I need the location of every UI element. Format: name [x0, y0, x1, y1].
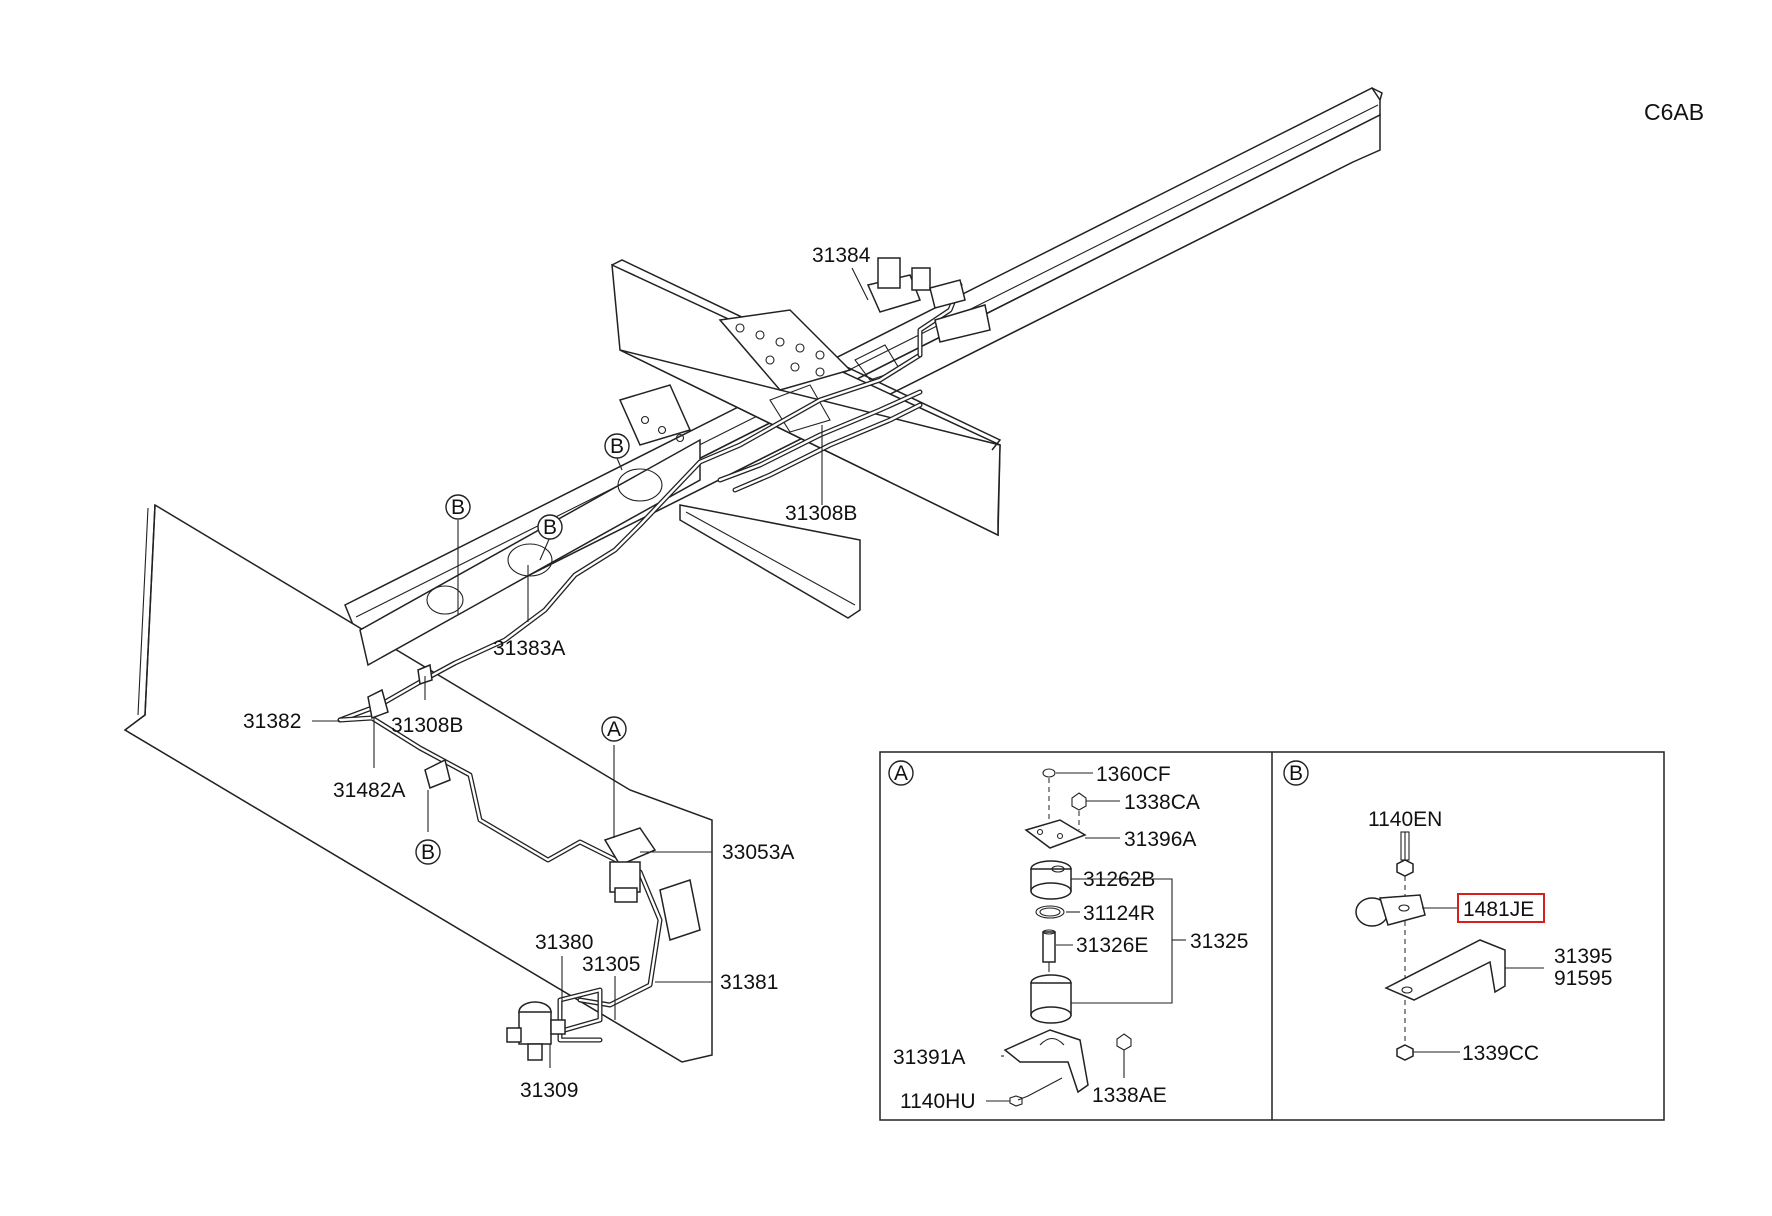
detail-a: A: [888, 760, 1248, 1113]
detail-b: B 1140EN 1481JE 31395 91595 1339CC: [1283, 760, 1612, 1065]
frame-front-panel: [123, 503, 713, 1063]
label-31395: 31395: [1554, 945, 1612, 968]
callout-33053a: 33053A: [722, 841, 794, 864]
label-31325: 31325: [1190, 930, 1248, 953]
callout-31309: 31309: [520, 1079, 578, 1102]
callout-31380: 31380: [535, 931, 593, 954]
svg-text:A: A: [607, 718, 621, 741]
label-1140en: 1140EN: [1368, 808, 1442, 831]
svg-text:B: B: [1289, 762, 1303, 785]
valve-31309: [506, 1001, 566, 1061]
label-1338ca: 1338CA: [1124, 791, 1200, 814]
callout-31305: 31305: [582, 953, 640, 976]
marker-a-1: A: [601, 716, 627, 742]
label-31262b: 31262B: [1083, 868, 1155, 891]
label-31396a: 31396A: [1124, 828, 1196, 851]
main-callouts: 31384 31308B 31383A 31308B 31382 31482A …: [243, 244, 871, 1102]
callout-31308b-mid: 31308B: [391, 714, 463, 737]
main-markers: B B B B A: [415, 433, 630, 865]
detail-b-marker: B: [1283, 760, 1309, 786]
pipe-clips: [367, 663, 451, 790]
label-31391a: 31391A: [893, 1046, 965, 1069]
svg-text:B: B: [421, 841, 435, 864]
marker-b-1: B: [445, 494, 471, 520]
highlight-1481je: [1457, 893, 1545, 923]
svg-text:B: B: [451, 496, 465, 519]
diagram-code: C6AB: [1644, 99, 1704, 125]
callout-31383a: 31383A: [493, 637, 565, 660]
label-31326e: 31326E: [1076, 934, 1148, 957]
air-dryer-33053A: [603, 827, 701, 941]
callout-31384: 31384: [812, 244, 871, 267]
marker-b-2: B: [537, 514, 563, 540]
main-leaders: [312, 267, 869, 1068]
detail-a-marker: A: [888, 760, 914, 786]
callout-31308b-top: 31308B: [785, 502, 857, 525]
valve-31384: [866, 257, 991, 343]
label-1481je: 1481JE: [1463, 898, 1534, 921]
frame-inner-rail: [359, 309, 901, 667]
callout-31382: 31382: [243, 710, 301, 733]
svg-text:B: B: [543, 516, 557, 539]
marker-b-4: B: [415, 839, 441, 865]
label-1360cf: 1360CF: [1096, 763, 1171, 786]
svg-text:B: B: [610, 435, 624, 458]
svg-text:A: A: [894, 762, 908, 785]
callout-31482a: 31482A: [333, 779, 405, 802]
marker-b-3: B: [604, 433, 630, 459]
label-1338ae: 1338AE: [1092, 1084, 1167, 1107]
nut-1360cf: [1042, 768, 1056, 778]
callout-31381: 31381: [720, 971, 778, 994]
label-31124r: 31124R: [1083, 902, 1155, 925]
label-91595: 91595: [1554, 967, 1612, 990]
label-1140hu: 1140HU: [900, 1090, 976, 1113]
label-1339cc: 1339CC: [1462, 1042, 1539, 1065]
detail-frame: [879, 751, 1665, 1121]
